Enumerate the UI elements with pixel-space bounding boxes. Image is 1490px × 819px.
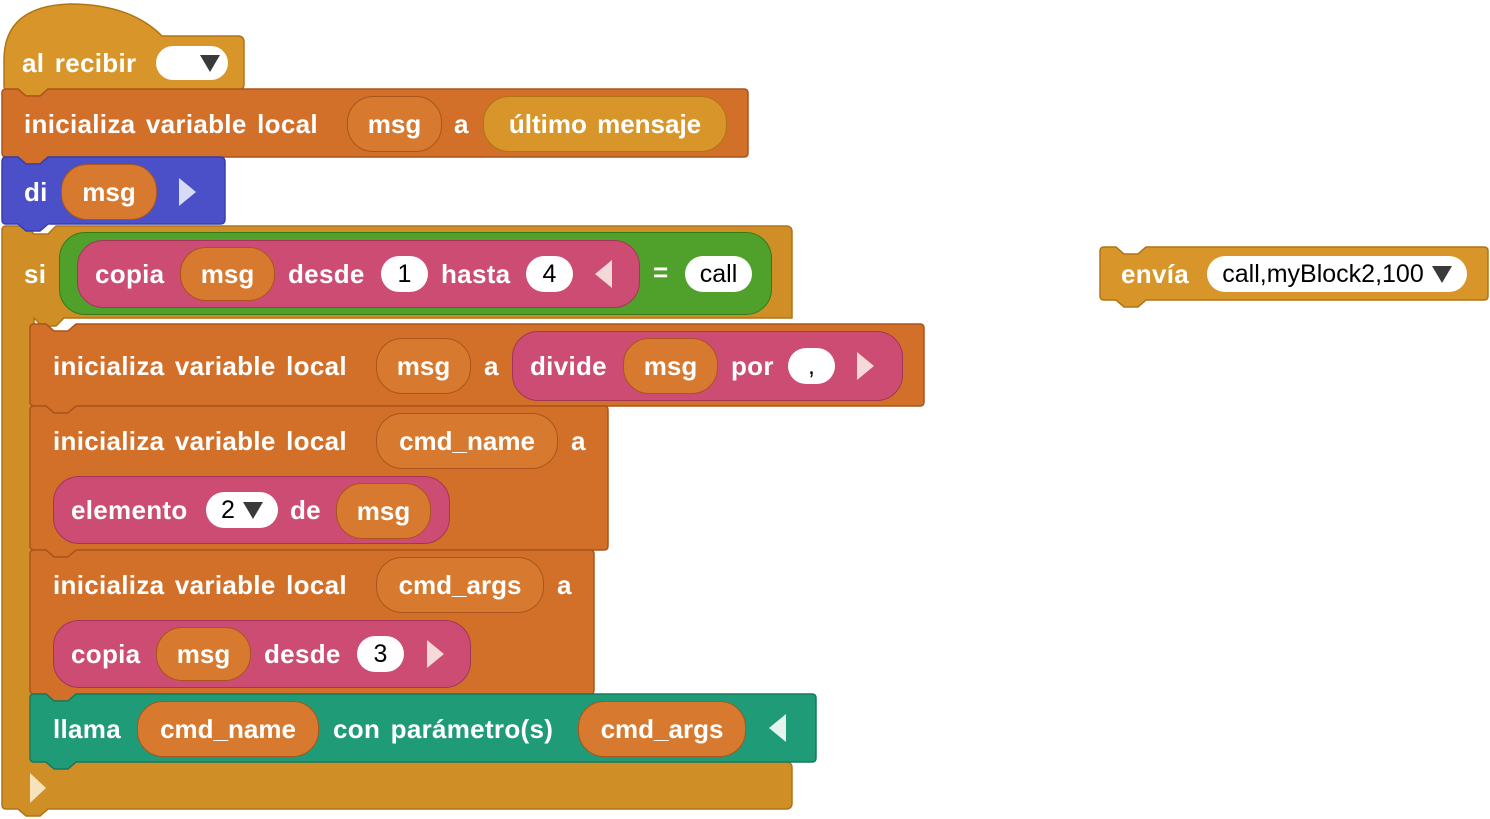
if-label: si — [24, 259, 47, 289]
expand-arrow-icon[interactable] — [857, 352, 874, 380]
expand-arrow-icon[interactable] — [179, 178, 196, 206]
collapse-arrow-icon[interactable] — [595, 260, 612, 288]
expand-arrow-icon[interactable] — [427, 640, 444, 668]
index-value: 2 — [221, 495, 235, 524]
copy2-label: copia — [71, 639, 141, 669]
copy2-start-field[interactable]: 3 — [357, 636, 404, 672]
chevron-down-icon — [1431, 265, 1452, 283]
copy2-from-label: desde — [264, 639, 341, 669]
init-args-var[interactable]: cmd_args — [376, 557, 544, 613]
init-msg-to: a — [454, 109, 469, 139]
item-list-var[interactable]: msg — [336, 483, 431, 539]
say-arg[interactable]: msg — [61, 164, 157, 220]
init-msg-label: inicializa variable local — [24, 109, 318, 139]
chevron-down-icon — [200, 54, 220, 72]
separator-field[interactable]: , — [788, 348, 835, 384]
init-split-label: inicializa variable local — [53, 351, 347, 381]
split-label: divide — [530, 351, 607, 381]
last-message-block[interactable]: último mensaje — [483, 96, 727, 152]
copy-start-field[interactable]: 1 — [381, 256, 428, 292]
say-label: di — [24, 177, 48, 207]
split-by-label: por — [731, 351, 774, 381]
compare-value-field[interactable]: call — [685, 256, 752, 292]
copy2-var[interactable]: msg — [156, 627, 251, 681]
init-split-to: a — [484, 351, 499, 381]
item-label: elemento — [71, 495, 188, 525]
if-end-arrow-icon — [30, 773, 46, 803]
init-name-var[interactable]: cmd_name — [376, 413, 558, 469]
send-value: call,myBlock2,100 — [1222, 259, 1424, 288]
send-label: envía — [1121, 259, 1189, 289]
copy-from-label: desde — [288, 259, 365, 289]
copy-var[interactable]: msg — [180, 247, 275, 301]
call-proc-var[interactable]: cmd_name — [137, 701, 319, 757]
init-args-label: inicializa variable local — [53, 570, 347, 600]
init-name-to: a — [571, 426, 586, 456]
collapse-arrow-icon[interactable] — [769, 714, 786, 742]
call-params-var[interactable]: cmd_args — [578, 701, 746, 757]
split-var[interactable]: msg — [623, 338, 718, 394]
event-dropdown[interactable] — [156, 46, 228, 80]
send-dropdown[interactable]: call,myBlock2,100 — [1207, 256, 1467, 292]
init-split-var[interactable]: msg — [376, 338, 471, 394]
copy-end-field[interactable]: 4 — [526, 256, 573, 292]
item-of-label: de — [290, 495, 321, 525]
call-with-label: con parámetro(s) — [333, 714, 554, 744]
equals-operator: = — [653, 257, 669, 287]
index-dropdown[interactable]: 2 — [206, 492, 278, 528]
init-msg-var[interactable]: msg — [347, 96, 442, 152]
call-label: llama — [53, 714, 121, 744]
chevron-down-icon — [242, 501, 263, 519]
init-args-to: a — [557, 570, 572, 600]
copy-label: copia — [95, 259, 165, 289]
init-name-label: inicializa variable local — [53, 426, 347, 456]
event-label: al recibir — [22, 48, 137, 78]
copy-until-label: hasta — [441, 259, 511, 289]
